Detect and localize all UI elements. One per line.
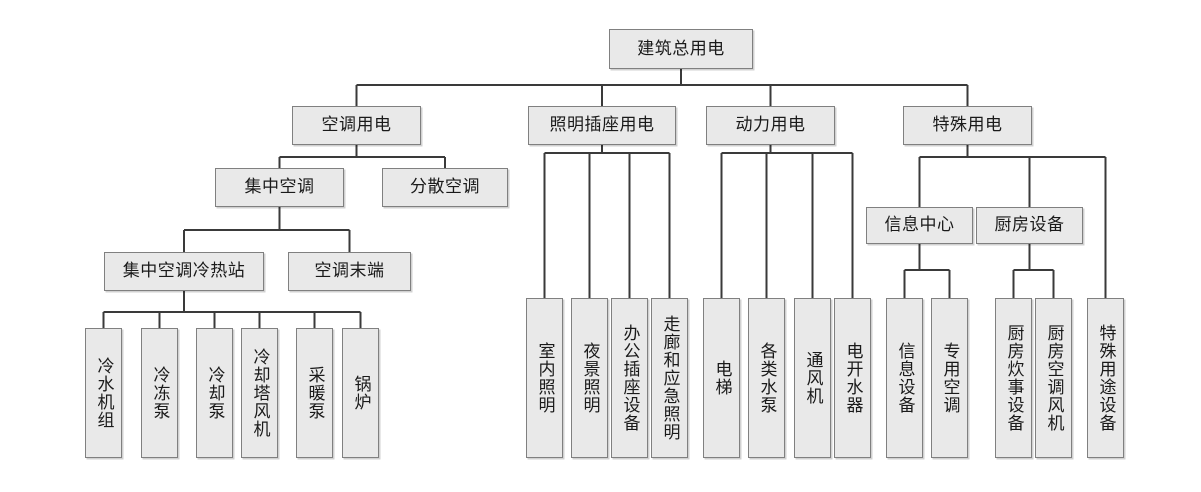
node-heating-pump[interactable]: 采暖泵	[296, 328, 333, 458]
node-label: 室内照明	[535, 342, 555, 414]
node-label: 信息设备	[895, 342, 915, 414]
node-special-use[interactable]: 特殊用途设备	[1087, 298, 1124, 458]
node-root[interactable]: 建筑总用电	[609, 29, 753, 69]
node-label: 厨房空调风机	[1044, 324, 1064, 432]
node-label: 集中空调	[244, 177, 315, 197]
node-kitchen-equip[interactable]: 厨房设备	[976, 207, 1083, 244]
node-label: 走廊和应急照明	[660, 315, 680, 441]
node-label: 信息中心	[884, 215, 955, 235]
node-label: 冷却泵	[205, 366, 225, 420]
node-cooling-tower-fan[interactable]: 冷却塔风机	[241, 328, 278, 458]
node-elevator[interactable]: 电梯	[703, 298, 740, 458]
node-power[interactable]: 动力用电	[706, 106, 835, 145]
node-label: 特殊用电	[932, 115, 1003, 135]
node-label: 厨房设备	[994, 215, 1065, 235]
node-office-socket[interactable]: 办公插座设备	[611, 298, 648, 458]
node-water-heater[interactable]: 电开水器	[834, 298, 871, 458]
node-kitchen-ac-fan[interactable]: 厨房空调风机	[1035, 298, 1072, 458]
node-hvac[interactable]: 空调用电	[292, 106, 421, 145]
node-label: 电梯	[712, 360, 732, 396]
node-vent-fan[interactable]: 通风机	[794, 298, 831, 458]
node-special[interactable]: 特殊用电	[903, 106, 1032, 145]
node-label: 分散空调	[410, 177, 480, 197]
node-label: 通风机	[803, 351, 823, 405]
node-label: 电开水器	[843, 342, 863, 414]
node-label: 夜景照明	[580, 342, 600, 414]
node-boiler[interactable]: 锅炉	[342, 328, 379, 458]
node-info-device[interactable]: 信息设备	[886, 298, 923, 458]
node-kitchen-cooking[interactable]: 厨房炊事设备	[995, 298, 1032, 458]
node-info-center[interactable]: 信息中心	[866, 207, 973, 244]
node-chilled-pump[interactable]: 冷冻泵	[141, 328, 178, 458]
node-label: 集中空调冷热站	[122, 261, 246, 281]
node-label: 厨房炊事设备	[1004, 324, 1024, 432]
node-label: 办公插座设备	[620, 324, 640, 432]
node-lighting[interactable]: 照明插座用电	[528, 106, 676, 145]
node-label: 专用空调	[940, 342, 960, 414]
node-indoor-light[interactable]: 室内照明	[526, 298, 563, 458]
node-water-pumps[interactable]: 各类水泵	[748, 298, 785, 458]
node-label: 动力用电	[735, 115, 806, 135]
node-label: 冷冻泵	[150, 366, 170, 420]
node-label: 锅炉	[351, 375, 371, 411]
node-ac-terminal[interactable]: 空调末端	[288, 252, 411, 291]
node-label: 采暖泵	[305, 366, 325, 420]
node-label: 照明插座用电	[549, 115, 655, 135]
node-label: 空调用电	[321, 115, 392, 135]
node-label: 建筑总用电	[637, 38, 725, 58]
node-label: 空调末端	[314, 261, 385, 281]
node-cooling-pump[interactable]: 冷却泵	[196, 328, 233, 458]
node-label: 冷水机组	[94, 357, 114, 429]
node-central-ac[interactable]: 集中空调	[215, 168, 344, 207]
node-dedicated-ac[interactable]: 专用空调	[931, 298, 968, 458]
node-chiller-plant[interactable]: 集中空调冷热站	[104, 252, 264, 291]
node-chiller-unit[interactable]: 冷水机组	[85, 328, 122, 458]
node-night-light[interactable]: 夜景照明	[571, 298, 608, 458]
node-label: 特殊用途设备	[1096, 324, 1116, 432]
node-label: 冷却塔风机	[250, 348, 270, 438]
node-corridor-emergency[interactable]: 走廊和应急照明	[651, 298, 688, 458]
node-split-ac[interactable]: 分散空调	[382, 168, 508, 207]
node-label: 各类水泵	[757, 342, 777, 414]
